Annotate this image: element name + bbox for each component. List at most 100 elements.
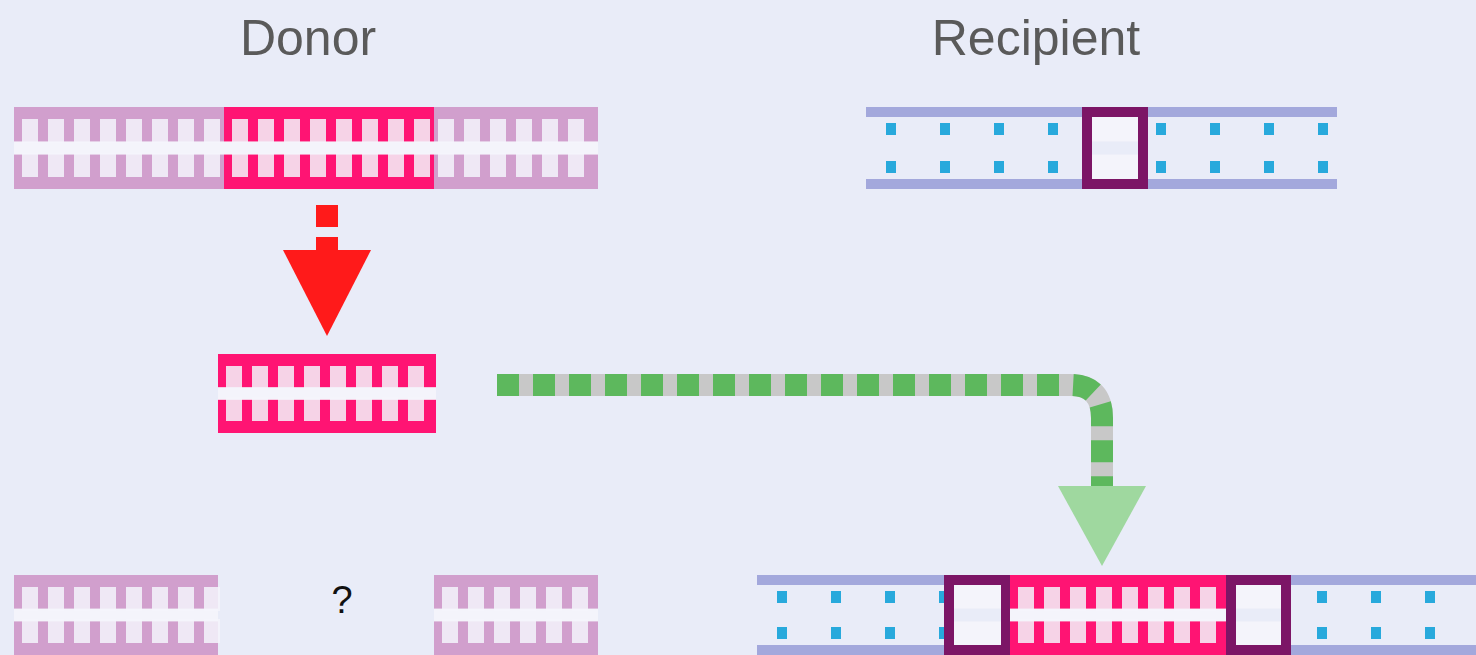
base-notch (226, 397, 242, 421)
base-dot (1210, 161, 1220, 173)
dna-band (14, 575, 218, 655)
base-dot (940, 161, 950, 173)
base-notch (100, 619, 116, 643)
dna-band (224, 107, 434, 189)
base-dot (1425, 591, 1435, 603)
recipient-label-holder: Recipient (932, 9, 1140, 67)
base-notch (330, 366, 346, 390)
base-notch (362, 119, 378, 144)
base-notch (178, 152, 194, 177)
base-notch (304, 366, 320, 390)
target-site (1082, 107, 1148, 189)
base-notch (1044, 619, 1060, 643)
base-notch (304, 397, 320, 421)
base-notch (258, 119, 274, 144)
base-notch (178, 587, 194, 611)
base-notch (356, 397, 372, 421)
base-notch (1096, 587, 1112, 611)
base-dot (1048, 161, 1058, 173)
base-notch (464, 119, 480, 144)
base-notch (310, 152, 326, 177)
base-notch (48, 152, 64, 177)
base-dot (1156, 161, 1166, 173)
base-notch (126, 119, 142, 144)
transfer-path (497, 385, 1102, 492)
base-notch (490, 152, 506, 177)
base-dot (831, 627, 841, 639)
base-notch (152, 152, 168, 177)
unknown-mark: ? (331, 579, 352, 622)
base-dot (886, 123, 896, 135)
base-notch (516, 152, 532, 177)
base-notch (1070, 619, 1086, 643)
base-dot (940, 123, 950, 135)
base-notch (468, 587, 484, 611)
base-notch (178, 119, 194, 144)
site-band (944, 575, 1011, 655)
site-gap (1092, 141, 1138, 154)
base-notch (1018, 587, 1034, 611)
site-gap (1236, 609, 1281, 622)
recipient-dna (866, 107, 1337, 189)
base-notch (284, 152, 300, 177)
site-inner (1092, 117, 1138, 179)
base-dot (886, 161, 896, 173)
base-notch (310, 119, 326, 144)
base-notch (568, 152, 584, 177)
base-notch (1148, 619, 1164, 643)
base-notch (74, 119, 90, 144)
base-notch (336, 119, 352, 144)
base-notch (546, 619, 562, 643)
base-notch (126, 152, 142, 177)
base-dot (994, 123, 1004, 135)
base-notch (48, 619, 64, 643)
base-notch (232, 152, 248, 177)
base-notch (178, 619, 194, 643)
base-dot (1156, 123, 1166, 135)
base-notch (126, 587, 142, 611)
base-dot (1371, 627, 1381, 639)
base-notch (1174, 587, 1190, 611)
base-dot (831, 591, 841, 603)
base-notch (100, 587, 116, 611)
base-notch (1174, 619, 1190, 643)
base-notch (74, 152, 90, 177)
base-notch (126, 619, 142, 643)
base-dot (1371, 591, 1381, 603)
base-notch (388, 119, 404, 144)
transfer-arrowhead (1058, 486, 1146, 566)
base-notch (22, 587, 38, 611)
site-inner (954, 585, 1001, 645)
excision-arrowhead (283, 250, 371, 336)
excised-fragment (218, 354, 436, 433)
base-notch (22, 119, 38, 144)
base-notch (542, 119, 558, 144)
base-notch (1122, 587, 1138, 611)
base-notch (490, 119, 506, 144)
base-notch (1018, 619, 1034, 643)
donor-insert (224, 107, 434, 189)
base-notch (408, 397, 424, 421)
base-notch (1200, 619, 1216, 643)
base-gap (1010, 609, 1227, 622)
recipient-modified-dna (757, 575, 1476, 655)
base-notch (1200, 587, 1216, 611)
site-band (1082, 107, 1148, 189)
base-notch (414, 119, 430, 144)
base-notch (226, 366, 242, 390)
base-notch (204, 119, 220, 144)
site-inner (1236, 585, 1281, 645)
base-notch (388, 152, 404, 177)
base-notch (546, 587, 562, 611)
target-site (1226, 575, 1291, 655)
donor-label-holder: Donor (240, 9, 376, 67)
base-dot (1425, 627, 1435, 639)
dna-band (218, 354, 436, 433)
base-notch (330, 397, 346, 421)
donor-right-piece (434, 575, 598, 655)
base-gap (218, 387, 436, 400)
base-notch (414, 152, 430, 177)
base-notch (572, 587, 588, 611)
base-notch (74, 619, 90, 643)
